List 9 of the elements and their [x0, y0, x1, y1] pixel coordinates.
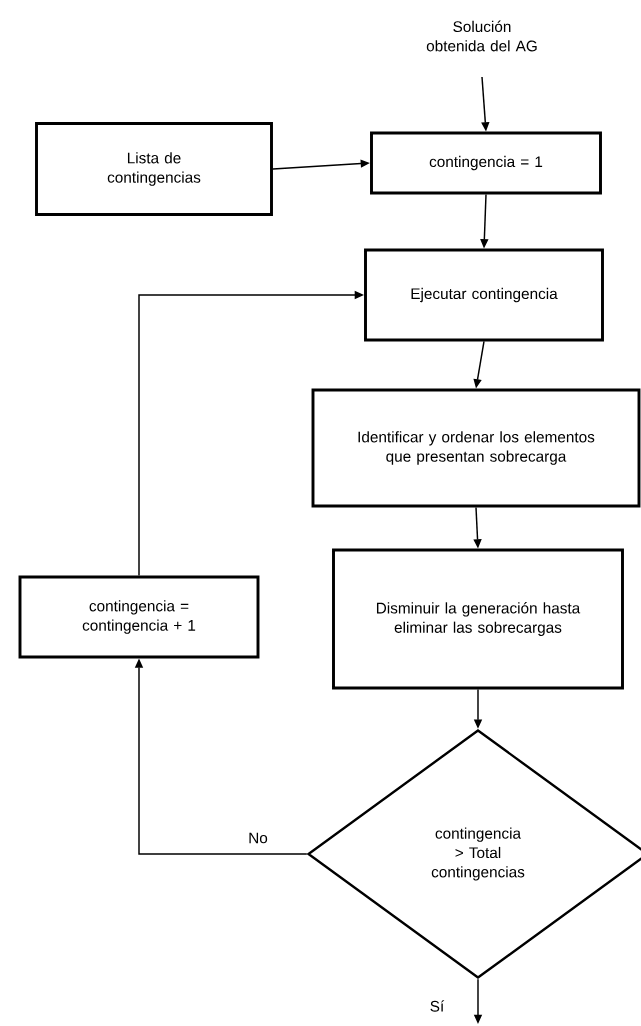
process-box: contingencia = 1 — [370, 131, 602, 195]
process-box: Disminuir la generación hasta eliminar las sobrecargas — [332, 548, 624, 690]
source-text: Solución obtenida del AG — [426, 20, 537, 52]
edge-label: No — [246, 831, 270, 845]
process-box: Ejecutar contingencia — [364, 248, 604, 342]
process-box: Lista de contingencias — [35, 122, 273, 216]
process-box: Identificar y ordenar los elementos que presentan sobrecarga — [311, 388, 641, 508]
edge-label: Sí — [428, 998, 446, 1014]
process-box: contingencia = contingencia + 1 — [18, 575, 260, 659]
